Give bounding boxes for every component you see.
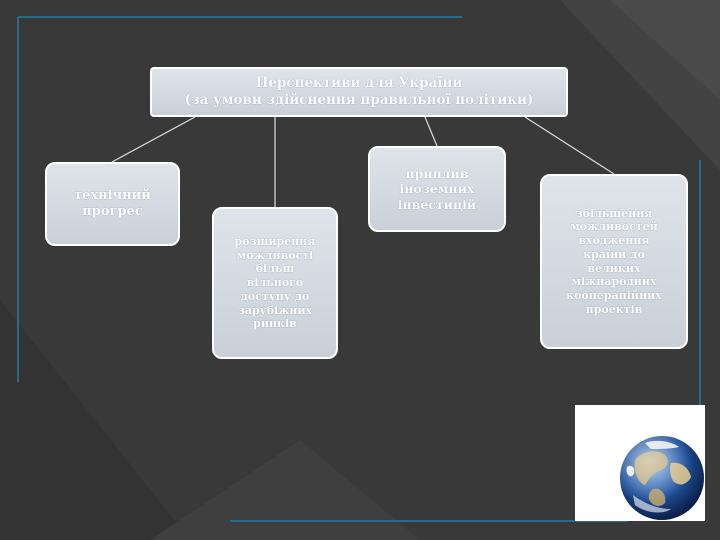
branch-foreign-investment: приплив іноземних інвестицій <box>368 146 506 232</box>
connector-1 <box>111 116 196 163</box>
connector-3 <box>424 116 438 147</box>
branch-market-access: розширення можливості більш вільного дос… <box>212 207 338 359</box>
connector-4 <box>524 116 615 175</box>
branch-international-projects: збільшення можливостей входження країни … <box>540 174 688 349</box>
diagram-title: Перспективи для України (за умови здійсн… <box>150 67 568 117</box>
globe-icon <box>620 436 704 520</box>
branch-technical-progress: технічний прогрес <box>45 162 180 246</box>
globe-image <box>575 405 705 521</box>
